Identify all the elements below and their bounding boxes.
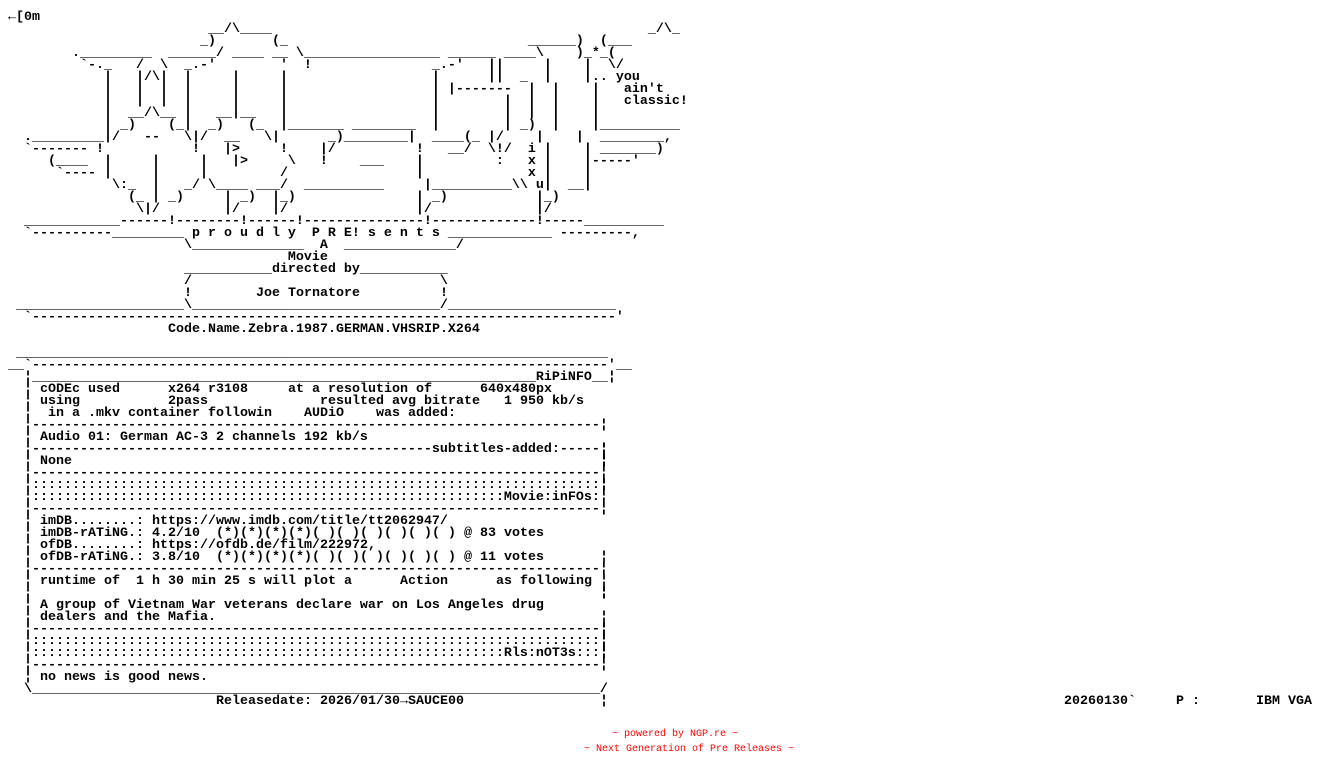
divider: ¦---------------------------------------… <box>24 562 608 577</box>
plot-text-1: A group of Vietnam War veterans declare … <box>40 598 544 613</box>
imdb-rating-value: 4.2/10 <box>152 526 200 541</box>
runtime-value: 1 h 30 min 25 s <box>136 574 256 589</box>
imdb-label: imDB........: <box>40 514 144 529</box>
imdb-rating-label: imDB-rATiNG.: <box>40 526 144 541</box>
colon-divider: ¦:::::::::::::::::::::::::::::::::::::::… <box>24 634 608 649</box>
p-label: P : <box>1176 694 1200 709</box>
ofdb-rating-stars: (*)(*)(*)(*)( )( )( )( )( )( ) <box>216 550 456 565</box>
art-line: __/\____ _/\_ <box>8 22 680 37</box>
runtime-row: runtime of 1 h 30 min 25 s will plot a A… <box>0 574 640 660</box>
bitrate-label: resulted avg bitrate <box>320 394 480 409</box>
codec-label: cODEc used <box>40 382 120 397</box>
subtitles-value: None <box>40 454 72 469</box>
plot-label: will plot a <box>264 574 352 589</box>
art-line: `------- ! ! |> ! |/ ! __/ \!/ i | | ___… <box>8 142 664 157</box>
art-line: | __/\__ | __|__ | | | | | | <box>8 106 600 121</box>
art-line: `----------_________ p r o u d l y P R E… <box>8 226 640 241</box>
movie-infos-header: ¦:::::::::::::::::::::::::::::::::::::::… <box>24 490 608 505</box>
plot-row-2: dealers and the Mafia. <box>0 610 640 648</box>
ofdb-rating-value: 3.8/10 <box>152 550 200 565</box>
notes-row: no news is good news. <box>0 670 640 708</box>
art-line: ._________ ______/ ____ __ \____________… <box>8 46 616 61</box>
art-line: | | | | | | | |------- | | | ain't <box>8 82 664 97</box>
codec-row: cODEc used x264 r3108 at a resolution of… <box>0 382 640 456</box>
imdb-rating-stars: (*)(*)(*)(*)( )( )( )( )( )( ) <box>216 526 456 541</box>
divider: ¦---------------------------------------… <box>24 418 608 433</box>
art-line: | | | | | | | | | | | classic! <box>8 94 688 109</box>
ofdb-row: ofDB........: https://ofdb.de/film/22297… <box>0 538 640 588</box>
colon-divider: ¦:::::::::::::::::::::::::::::::::::::::… <box>24 478 608 493</box>
escape-code: ←[0m <box>8 10 40 25</box>
art-line: / \ <box>8 274 448 289</box>
art-line: \:_ | _/ \____ ___/ __________ |________… <box>8 178 592 193</box>
resolution-value: 640x480px <box>480 382 552 397</box>
subtitles-row: None <box>0 454 640 492</box>
release-notes-header: ¦:::::::::::::::::::::::::::::::::::::::… <box>24 646 608 661</box>
added-label: was added: <box>376 406 456 421</box>
divider: ¦---------------------------------------… <box>24 622 608 637</box>
ofdb-rating-label: ofDB-rATiNG.: <box>40 550 144 565</box>
art-line: `---- | | | / | x | | <box>8 166 592 181</box>
art-line-director-frame-right: ! <box>440 286 448 301</box>
box-top-border: ________________________________________… <box>8 346 608 361</box>
bitrate-value: 1 950 kb/s <box>504 394 584 409</box>
divider: ¦---------------------------------------… <box>24 502 608 517</box>
art-line: Movie <box>8 250 328 265</box>
art-line: ____________------!--------!------!-----… <box>8 214 664 229</box>
art-line: \|/ |/ |/ |/ |/ <box>8 202 552 217</box>
pass-value: 2pass <box>168 394 208 409</box>
art-line: `---------------------------------------… <box>8 310 624 325</box>
art-line: _____________________\__________________… <box>8 298 616 313</box>
art-line: (____ | | | |> \ ! ___ | : x | |-----' <box>8 154 640 169</box>
divider: ¦---------------------------------------… <box>24 658 608 673</box>
genre-value: Action <box>400 574 448 589</box>
following-label: as following <box>496 574 592 589</box>
tagline-link[interactable]: ~ Next Generation of Pre Releases ~ <box>584 744 795 755</box>
audio-track: Audio 01: German AC-3 2 channels 192 kb/… <box>40 430 368 445</box>
ofdb-link[interactable]: https://ofdb.de/film/222972, <box>152 538 376 553</box>
divider: ¦---------------------------------------… <box>24 466 608 481</box>
art-line: (_ | _) | _) |_) | _) |_) <box>8 190 560 205</box>
using-label: using <box>40 394 80 409</box>
font-label: IBM VGA <box>1256 694 1312 709</box>
pass-row: using 2pass resulted avg bitrate 1 950 k… <box>0 394 640 468</box>
audio-label: AUDiO <box>304 406 344 421</box>
imdb-link[interactable]: https://www.imdb.com/title/tt2062947/ <box>152 514 448 529</box>
release-name: Code.Name.Zebra.1987.GERMAN.VHSRIP.X264 <box>168 322 480 337</box>
art-line: | _) (_| _) (_ |_______ ________ | | _) … <box>8 118 680 133</box>
ofdb-label: ofDB........: <box>40 538 144 553</box>
art-line: ._________|/ -- \|/ __ \| _)________| __… <box>8 130 672 145</box>
art-line: \______________ A ______________/ <box>8 238 464 253</box>
plot-text-2: dealers and the Mafia. <box>40 610 216 625</box>
codec-value: x264 r3108 <box>168 382 248 397</box>
notes-text: no news is good news. <box>40 670 208 685</box>
blank-row <box>0 588 640 600</box>
imdb-votes: @ 83 votes <box>464 526 544 541</box>
director-name: Joe Tornatore <box>256 286 360 301</box>
box-bottom-border: \_______________________________________… <box>24 682 608 697</box>
date-code: 20260130` <box>1064 694 1136 709</box>
audio-row: Audio 01: German AC-3 2 channels 192 kb/… <box>0 430 640 468</box>
art-line-director-frame-left: ! <box>8 286 192 301</box>
plot-row-1: A group of Vietnam War veterans declare … <box>0 598 640 636</box>
art-line: ___________directed by___________ <box>8 262 448 277</box>
resolution-label: at a resolution of <box>288 382 432 397</box>
container-label: in a .mkv container followin <box>48 406 272 421</box>
subtitles-header: ¦---------------------------------------… <box>24 442 608 457</box>
imdb-rating-row: imDB-rATiNG.: 4.2/10 (*)(*)(*)(*)( )( )(… <box>0 526 640 600</box>
art-line: | |/\| | | | | || _ | |.. you <box>8 70 640 85</box>
ripinfo-header: ¦_______________________________________… <box>24 370 616 385</box>
imdb-row: imDB........: https://www.imdb.com/title… <box>0 514 640 564</box>
runtime-label: runtime of <box>40 574 120 589</box>
art-line: `-._ / \ _.-' ' ! _.-' || | | \/ <box>8 58 624 73</box>
art-line: _) (_ ______) (___ <box>8 34 632 49</box>
ofdb-rating-row: ofDB-rATiNG.: 3.8/10 (*)(*)(*)(*)( )( )(… <box>0 550 640 624</box>
ofdb-votes: @ 11 votes <box>464 550 544 565</box>
container-row: in a .mkv container followin AUDiO was a… <box>0 406 640 468</box>
release-date: Releasedate: 2026/01/30→SAUCE00 <box>216 694 464 709</box>
box-top-border-2: __`-------------------------------------… <box>8 358 632 373</box>
powered-by-link[interactable]: ~ powered by NGP.re ~ <box>612 729 739 740</box>
